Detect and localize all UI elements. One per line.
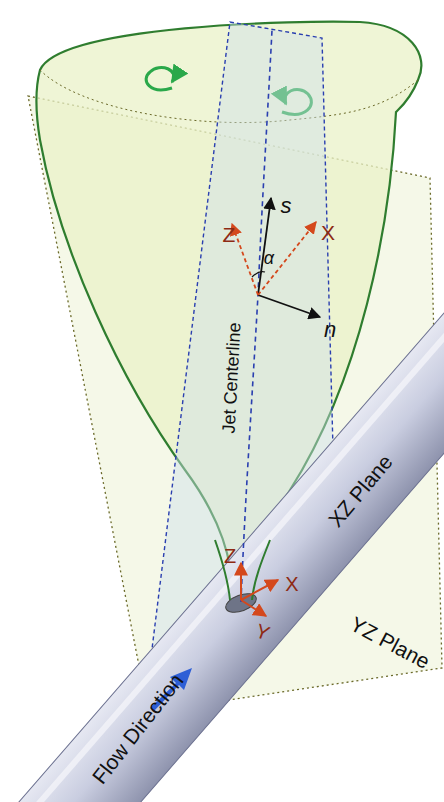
z-axis [232, 224, 258, 295]
axis-label: X [285, 574, 298, 594]
x-axis [241, 580, 278, 600]
axis-label: n [324, 319, 336, 341]
z-axis [240, 563, 242, 600]
s-axis [258, 198, 271, 295]
axis-label: Z [223, 224, 236, 245]
alpha-arc [252, 272, 265, 277]
jet-centerline [241, 30, 272, 602]
x-axis [258, 222, 316, 295]
angle-label: α [264, 249, 274, 267]
jet-wall [252, 540, 270, 600]
pipe [0, 265, 444, 802]
axis-label: X [321, 222, 335, 243]
n-axis [258, 295, 320, 317]
y-axis [241, 600, 266, 616]
vortex [146, 67, 174, 89]
axis-label: s [281, 195, 292, 217]
axis-label: Z [224, 546, 236, 566]
